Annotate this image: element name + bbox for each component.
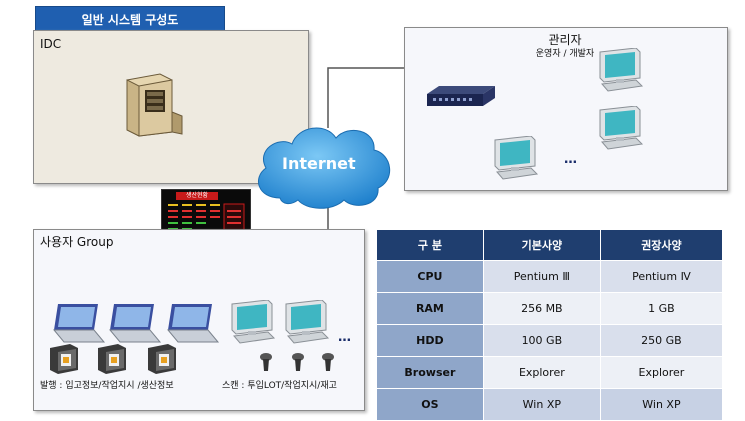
row-recommended: Explorer	[599, 356, 724, 389]
user-group-label: 사용자 Group	[40, 235, 114, 249]
header-recommended: 권장사양	[599, 229, 724, 261]
laptop-icon	[52, 304, 106, 343]
server-icon	[126, 73, 183, 137]
user-more-ellipsis: …	[338, 330, 352, 345]
header-category: 구 분	[376, 229, 484, 261]
internet-label: Internet	[282, 154, 356, 173]
row-item: Browser	[376, 356, 484, 389]
header-basic: 기본사양	[482, 229, 601, 261]
label-printer-icon	[50, 344, 78, 374]
printer-caption: 발행 : 입고정보/작업지시 /생산정보	[40, 381, 174, 391]
desktop-computer-icon	[599, 48, 644, 92]
desktop-computer-icon	[494, 136, 539, 180]
row-recommended: 1 GB	[599, 292, 724, 325]
barcode-scanner-icon	[292, 353, 304, 371]
row-item: CPU	[376, 260, 484, 293]
idc-label: IDC	[40, 37, 62, 51]
spec-table-header: 구 분 기본사양 권장사양	[376, 229, 724, 261]
row-basic: Explorer	[482, 356, 601, 389]
desktop-computer-icon	[285, 300, 330, 344]
table-row: Browser Explorer Explorer	[376, 356, 724, 389]
row-basic: Pentium Ⅲ	[482, 260, 601, 293]
table-row: RAM 256 MB 1 GB	[376, 292, 724, 325]
row-recommended: 250 GB	[599, 324, 724, 357]
admin-subtitle: 운영자 / 개발자	[535, 49, 595, 59]
scanner-caption: 스캔 : 투입LOT/작업지시/재고	[222, 381, 337, 391]
board-title: 생산현황	[176, 192, 218, 200]
row-recommended: Pentium Ⅳ	[599, 260, 724, 293]
admin-title: 관리자	[548, 33, 582, 47]
internet-cloud-icon	[257, 127, 391, 209]
desktop-computer-icon	[231, 300, 276, 344]
row-item: HDD	[376, 324, 484, 357]
table-row: CPU Pentium Ⅲ Pentium Ⅳ	[376, 260, 724, 293]
label-printer-icon	[148, 344, 176, 374]
admin-box	[404, 27, 728, 191]
label-printer-icon	[98, 344, 126, 374]
network-switch-icon	[427, 86, 495, 106]
barcode-scanner-icon	[260, 353, 272, 371]
desktop-computer-icon	[599, 106, 644, 150]
row-basic: 100 GB	[482, 324, 601, 357]
table-row: OS Win XP Win XP	[376, 388, 724, 421]
title-badge: 일반 시스템 구성도	[35, 6, 225, 32]
table-row: HDD 100 GB 250 GB	[376, 324, 724, 357]
laptop-icon	[108, 304, 162, 343]
spec-table: 구 분 기본사양 권장사양 CPU Pentium Ⅲ Pentium Ⅳ RA…	[376, 229, 724, 421]
laptop-icon	[166, 304, 220, 343]
row-basic: 256 MB	[482, 292, 601, 325]
row-item: RAM	[376, 292, 484, 325]
admin-more-ellipsis: …	[564, 152, 578, 167]
barcode-scanner-icon	[322, 353, 334, 371]
